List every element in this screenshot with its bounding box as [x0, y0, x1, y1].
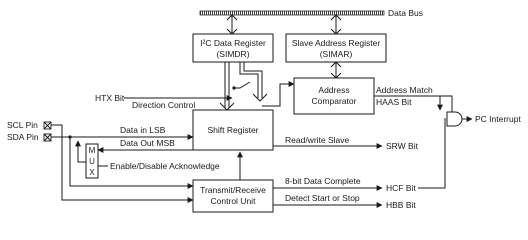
simar-label: Slave Address Register — [292, 38, 381, 48]
detect-start-stop-label: Detect Start or Stop — [285, 193, 360, 203]
comparator-label-2: Comparator — [312, 96, 357, 106]
scl-pin-label: SCL Pin — [7, 120, 38, 130]
eight-bit-complete-label: 8-bit Data Complete — [285, 176, 361, 186]
control-unit-label-2: Control Unit — [211, 196, 257, 206]
simdr-abbrev: (SIMDR) — [216, 49, 249, 59]
comparator-label-1: Address — [318, 85, 349, 95]
simdr-block — [192, 33, 274, 63]
scl-line — [51, 124, 194, 203]
sda-pin-cross — [43, 133, 52, 142]
mux-letter-m: M — [89, 146, 96, 155]
mux-letter-u: U — [89, 157, 95, 166]
control-unit-label-1: Transmit/Receive — [200, 185, 266, 195]
scl-pin-cross — [43, 121, 52, 130]
mux-letter-x: X — [89, 168, 95, 177]
data-bus — [199, 10, 385, 16]
htx-bit-label: HTX Bit — [95, 93, 125, 103]
direction-control-label: Direction Control — [132, 100, 195, 110]
simar-abbrev: (SIMAR) — [320, 49, 353, 59]
data-bus-label: Data Bus — [388, 8, 423, 18]
simar-block — [285, 33, 387, 63]
sda-to-control-line — [69, 137, 194, 189]
pc-interrupt-label: PC Interrupt — [475, 114, 521, 124]
shift-register-block — [192, 109, 274, 151]
read-write-slave-label: Read/write Slave — [285, 135, 350, 145]
enable-ack-label: Enable/Disable Acknowledge — [110, 161, 220, 171]
bus-to-simar-arrow — [330, 14, 342, 35]
diagram-canvas: Data Bus I²C Data Register (SIMDR) Slave… — [7, 8, 521, 213]
shift-register-label: Shift Register — [207, 125, 258, 135]
bus-to-simdr-arrow — [226, 14, 238, 35]
mux-to-sda-line — [75, 140, 86, 163]
hcf-to-and-line — [418, 128, 446, 189]
address-match-label: Address Match — [376, 85, 433, 95]
direction-switch-arrows — [219, 62, 268, 111]
srw-bit-label: SRW Bit — [386, 141, 419, 151]
data-out-msb-label: Data Out MSB — [120, 138, 175, 148]
haas-bit-label: HAAS Bit — [376, 97, 412, 107]
sda-pin-label: SDA Pin — [7, 132, 39, 142]
hcf-bit-label: HCF Bit — [386, 183, 416, 193]
control-unit-block — [192, 179, 274, 213]
data-in-lsb-label: Data in LSB — [120, 125, 166, 135]
simdr-label: I²C Data Register — [200, 38, 266, 48]
hbb-bit-label: HBB Bit — [386, 200, 416, 210]
and-gate — [446, 111, 463, 127]
shift-to-comparator-line — [262, 81, 295, 107]
address-match-line — [374, 95, 453, 118]
i2c-block-diagram: Data Bus I²C Data Register (SIMDR) Slave… — [7, 8, 522, 213]
simar-to-comparator-arrow — [330, 61, 342, 79]
mux-block — [85, 143, 99, 179]
comparator-block — [293, 77, 375, 115]
